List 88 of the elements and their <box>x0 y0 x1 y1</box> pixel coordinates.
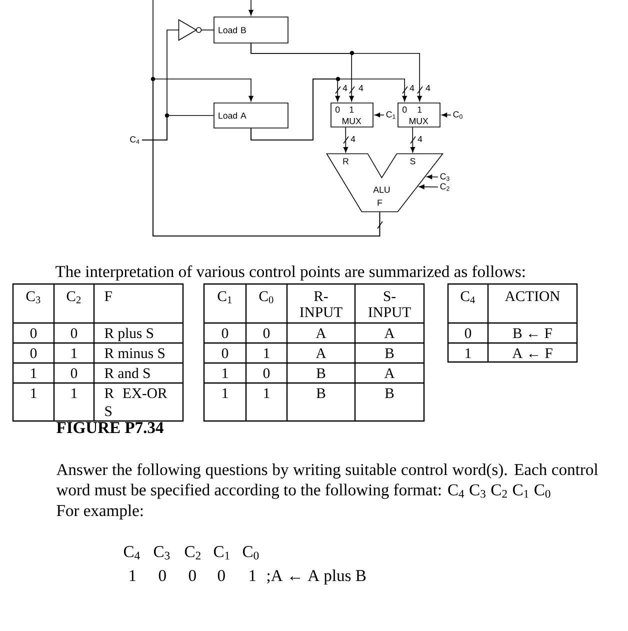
table-entry: 1 <box>72 388 77 398</box>
control-signal-label: C$_{2}$ <box>440 183 450 191</box>
table-entry: R and S <box>104 368 150 378</box>
example-heading: For example: <box>56 504 143 520</box>
table-entry: 1 <box>466 348 471 358</box>
figure-caption: FIGURE P7.34 <box>56 422 164 434</box>
table-entry: R minus S <box>104 348 164 358</box>
table-entry: B <box>385 388 394 398</box>
table-entry: 1 <box>72 348 77 358</box>
arrow <box>343 127 348 153</box>
port-label: 0 <box>402 106 407 113</box>
column-header: C$_{4}$ <box>460 291 475 304</box>
table-entry: 0 <box>30 348 37 358</box>
wire <box>152 0 380 236</box>
bit-value: 1 <box>250 570 256 581</box>
bit-name: C$_{4}$ <box>124 546 140 560</box>
table-entry: R plus S <box>104 328 154 342</box>
arrow <box>418 184 438 190</box>
bit-value: 0 <box>158 570 166 582</box>
column-header: F <box>104 291 112 301</box>
bus-width-label: 4 <box>358 84 364 92</box>
wire <box>142 115 214 140</box>
example-comment: ;A ← A plus B <box>267 570 366 585</box>
table-entry: A <box>384 368 395 378</box>
arrow <box>410 127 416 153</box>
bus-width-label: 4 <box>342 84 348 92</box>
column-header: C$_{3}$ <box>26 291 40 304</box>
table-entry: 0 <box>222 348 228 358</box>
table-entry: 1 <box>264 348 270 358</box>
bus-width-label: 4 <box>417 135 423 143</box>
port-label: 1 <box>418 106 422 113</box>
bus-width-label: 4 <box>425 84 431 92</box>
table-entry: 0 <box>70 368 78 378</box>
arrow <box>426 174 438 180</box>
column-header: C$_{0}$ <box>259 291 274 304</box>
table-entry: 1 <box>31 368 36 378</box>
bit-name: C$_{0}$ <box>242 546 259 560</box>
bit-value: 0 <box>188 570 196 582</box>
table-entry: A <box>316 328 326 338</box>
table-entry: B <box>316 368 326 378</box>
port-label: S <box>410 158 416 164</box>
table-entry: A ← F <box>512 348 552 358</box>
table-entry: 1 <box>264 388 270 398</box>
port-label: 1 <box>350 106 354 113</box>
port-label: 0 <box>336 106 340 113</box>
column-header: C$_{1}$ <box>218 291 232 304</box>
table-entry: 0 <box>70 328 78 338</box>
register-box: Load B <box>214 16 288 44</box>
bit-name: C$_{2}$ <box>184 546 200 560</box>
bit-name: C$_{1}$ <box>214 546 230 560</box>
column-header: ACTION <box>504 291 560 302</box>
port-label: F <box>378 200 382 206</box>
table-entry: 1 <box>31 388 36 398</box>
arrow <box>248 0 254 16</box>
bus-width-label: 4 <box>350 135 356 143</box>
control-signal-label: C$_{1}$ <box>386 111 396 119</box>
control-signal-label: C$_{4}$ <box>130 136 140 144</box>
intro-text: The interpretation of various control points are summarized as follows: <box>56 265 525 281</box>
arrow <box>250 78 407 140</box>
bit-name: C$_{3}$ <box>154 546 170 560</box>
bus-width-label: 4 <box>409 84 415 92</box>
bit-value: 1 <box>130 570 136 581</box>
table-entry: 0 <box>464 328 472 338</box>
column-header: C$_{2}$ <box>66 291 81 304</box>
arrow <box>442 112 452 118</box>
bit-value: 0 <box>218 570 225 582</box>
port-label: R <box>343 158 349 164</box>
control-signal-label: C$_{0}$ <box>453 111 462 119</box>
arrow <box>250 43 422 102</box>
column-header: R- INPUT <box>300 291 342 318</box>
inverter-symbol <box>178 19 202 41</box>
table-entry: R EX-OR S <box>104 388 168 416</box>
table-entry: 1 <box>222 388 228 398</box>
column-header: S- INPUT <box>368 291 411 318</box>
table-entry: A <box>384 328 395 338</box>
arrow <box>374 112 384 118</box>
instructions-text: Answer the following questions by writing suitable control word(s). Each control word must be specified according to the following format: C$_{4}$ C$_{3}$ C$_{2}$ C$_{1}$ C$_{0}$ <box>56 463 598 499</box>
register-box: Load A <box>214 102 288 128</box>
table-entry: A <box>316 348 326 358</box>
table-entry: 1 <box>222 368 228 378</box>
table-entry: B ← F <box>512 328 552 338</box>
table-entry: 0 <box>30 328 37 338</box>
table-entry: B <box>385 348 394 358</box>
table-entry: 0 <box>263 368 270 378</box>
table-entry: B <box>316 388 326 398</box>
table-entry: 0 <box>222 328 228 338</box>
control-signal-label: C$_{3}$ <box>440 173 450 181</box>
table-entry: 0 <box>263 328 270 338</box>
